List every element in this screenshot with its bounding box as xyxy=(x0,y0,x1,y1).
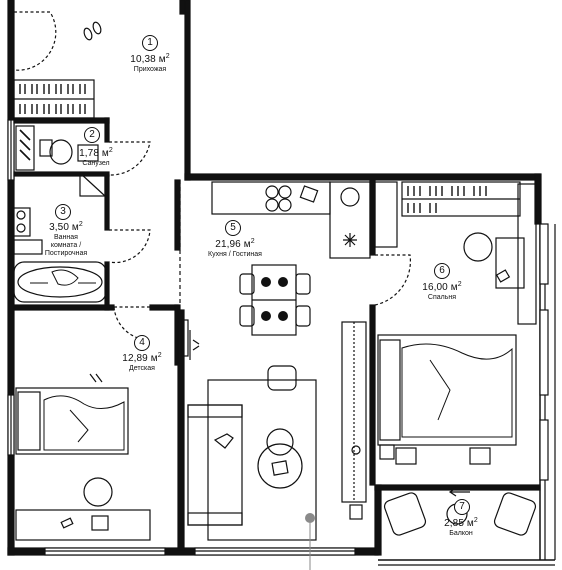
right-glazing xyxy=(378,223,556,566)
room-4-name: Детская xyxy=(129,364,155,372)
room-3-name: Ванная комната / Постирочная xyxy=(44,233,88,257)
room-7-number: 7 xyxy=(454,499,470,515)
room-5-number: 5 xyxy=(225,220,241,236)
bedroom-furniture xyxy=(374,181,537,465)
room-1-area: 10,38 м2 xyxy=(130,53,170,65)
room-7-area: 2,85 м2 xyxy=(444,517,478,529)
door-swings xyxy=(13,11,412,341)
dining-table xyxy=(239,264,311,336)
room-3-number: 3 xyxy=(55,204,71,220)
room-5-name: Кухня / Гостиная xyxy=(208,250,262,258)
bottom-windows xyxy=(44,547,356,556)
room-7-name: Балкон xyxy=(449,529,473,537)
hall-wardrobe xyxy=(13,79,95,119)
room-1-number: 1 xyxy=(142,35,158,51)
room-3-area: 3,50 м2 xyxy=(49,221,83,233)
location-marker-dot xyxy=(305,513,315,523)
left-windows xyxy=(7,119,15,456)
room-5-area: 21,96 м2 xyxy=(215,238,255,250)
room-6-area: 16,00 м2 xyxy=(422,281,462,293)
room-6-number: 6 xyxy=(434,263,450,279)
bathroom-fixtures xyxy=(11,207,107,303)
room-2-name: Санузел xyxy=(82,159,110,167)
living-area xyxy=(187,321,367,541)
room-6-name: Спальня xyxy=(427,293,457,301)
interior-walls xyxy=(13,117,541,551)
kids-room-furniture xyxy=(15,319,189,541)
room-2-number: 2 xyxy=(84,127,100,143)
exterior-walls xyxy=(7,0,542,556)
wc-fixtures xyxy=(15,125,106,197)
kitchen-counter xyxy=(211,181,371,259)
room-4-area: 12,89 м2 xyxy=(122,352,162,364)
slippers-icon xyxy=(83,21,102,41)
room-1-name: Прихожая xyxy=(133,65,167,73)
room-4-number: 4 xyxy=(134,335,150,351)
room-2-area: 1,78 м2 xyxy=(79,147,113,159)
